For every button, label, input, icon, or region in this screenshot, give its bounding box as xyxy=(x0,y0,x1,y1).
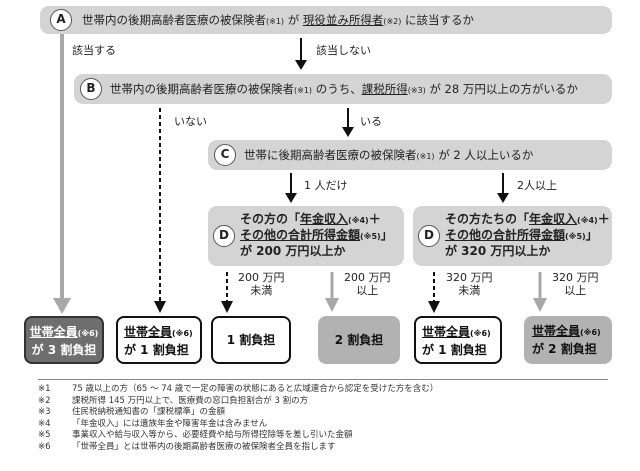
arrow-c-two-head xyxy=(497,193,509,203)
arrow-b-yes-head xyxy=(342,127,354,137)
question-b-box xyxy=(74,74,612,104)
question-d2-text: その方たちの「年金収入(※4)＋ その他の合計所得金額(※5)」 が 320 万… xyxy=(445,212,610,259)
label-b-no: いない xyxy=(174,115,207,128)
question-d2-box xyxy=(413,206,612,266)
question-a-text-1: 世帯内の後期高齢者医療の被保険者 xyxy=(82,13,266,27)
question-c-note-1: (※1) xyxy=(416,152,435,161)
result-1-割: 1 割負担 xyxy=(211,316,291,364)
result-all-1-割-d: 世帯全員(※6) が 1 割負担 xyxy=(414,316,502,364)
label-b-yes: いる xyxy=(360,115,382,128)
question-d2-line-2: その他の合計所得金額(※5)」 xyxy=(445,228,598,242)
arrow-a-yes-head xyxy=(53,298,71,314)
label-d2-under: 320 万円未満 xyxy=(446,271,493,297)
question-a-text: 世帯内の後期高齢者医療の被保険者(※1) が 現役並み所得者(※2) に該当する… xyxy=(82,13,474,29)
label-a-no: 該当しない xyxy=(316,44,371,57)
footnote: ※6「世帯全員」とは世帯内の後期高齢者医療の被保険者全員を指します xyxy=(38,441,336,452)
question-a-box xyxy=(40,6,612,34)
question-b-note-2: (※3) xyxy=(407,86,426,95)
question-d2-marker: D xyxy=(418,225,440,247)
arrow-d1-under-head xyxy=(221,301,233,313)
label-d2-over: 320 万円以上 xyxy=(552,271,599,297)
question-a-text-4: に該当するか xyxy=(401,13,475,27)
label-d1-under: 200 万円未満 xyxy=(238,271,285,297)
label-c-two: 2人以上 xyxy=(517,179,557,192)
question-c-text-2: が 2 人以上いるか xyxy=(434,148,534,162)
question-c-text: 世帯に後期高齢者医療の被保険者(※1) が 2 人以上いるか xyxy=(244,148,533,164)
question-c-text-1: 世帯に後期高齢者医療の被保険者 xyxy=(244,148,417,162)
question-a-note-1: (※1) xyxy=(266,17,285,26)
arrow-a-no-head xyxy=(295,60,307,70)
question-c-box xyxy=(208,140,612,170)
question-d1-line-1: その方の「年金収入(※4)＋ xyxy=(240,212,381,226)
question-d1-box xyxy=(208,206,404,266)
question-d1-line-3: が 200 万円以上か xyxy=(240,244,346,258)
question-b-text-1: 世帯内の後期高齢者医療の被保険者 xyxy=(110,82,294,96)
question-a-text-3: 現役並み所得者 xyxy=(302,13,384,27)
label-a-yes: 該当する xyxy=(72,44,116,57)
question-b-note-1: (※1) xyxy=(294,86,313,95)
question-c-marker: C xyxy=(214,144,236,166)
question-d1-text: その方の「年金収入(※4)＋ その他の合計所得金額(※5)」 が 200 万円以… xyxy=(240,212,393,259)
question-a-note-2: (※2) xyxy=(383,17,402,26)
result-all-2-割: 世帯全員(※6) が 2 割負担 xyxy=(524,316,612,364)
question-d1-marker: D xyxy=(213,225,235,247)
question-b-marker: B xyxy=(80,78,102,100)
question-b-text-2: のうち、 xyxy=(312,82,362,96)
question-a-text-2: が xyxy=(284,13,303,27)
question-b-text-3: 課税所得 xyxy=(361,82,408,96)
arrow-d2-over-head xyxy=(533,298,547,312)
question-b-text: 世帯内の後期高齢者医療の被保険者(※1) のうち、課税所得(※3) が 28 万… xyxy=(110,82,578,98)
question-d2-line-1: その方たちの「年金収入(※4)＋ xyxy=(445,212,610,226)
question-a-marker: A xyxy=(50,9,72,31)
arrow-b-no-head xyxy=(154,301,166,313)
label-d1-over: 200 万円以上 xyxy=(344,271,391,297)
result-all-3-割: 世帯全員(※6) が 3 割負担 xyxy=(24,316,104,364)
question-d1-line-2: その他の合計所得金額(※5)」 xyxy=(240,228,393,242)
question-b-text-4: が 28 万円以上の方がいるか xyxy=(425,82,578,96)
footnote: ※4「年金収入」には遺族年金や障害年金は含みません xyxy=(38,418,268,429)
arrow-d2-under-head xyxy=(428,301,440,313)
question-d2-line-3: が 320 万円以上か xyxy=(445,244,551,258)
arrow-d1-over-head xyxy=(325,298,339,312)
result-2-割: 2 割負担 xyxy=(318,316,400,364)
arrow-c-one-head xyxy=(285,193,297,203)
result-all-1-割-b: 世帯全員(※6) が 1 割負担 xyxy=(116,316,202,364)
label-c-one: 1 人だけ xyxy=(304,179,348,192)
